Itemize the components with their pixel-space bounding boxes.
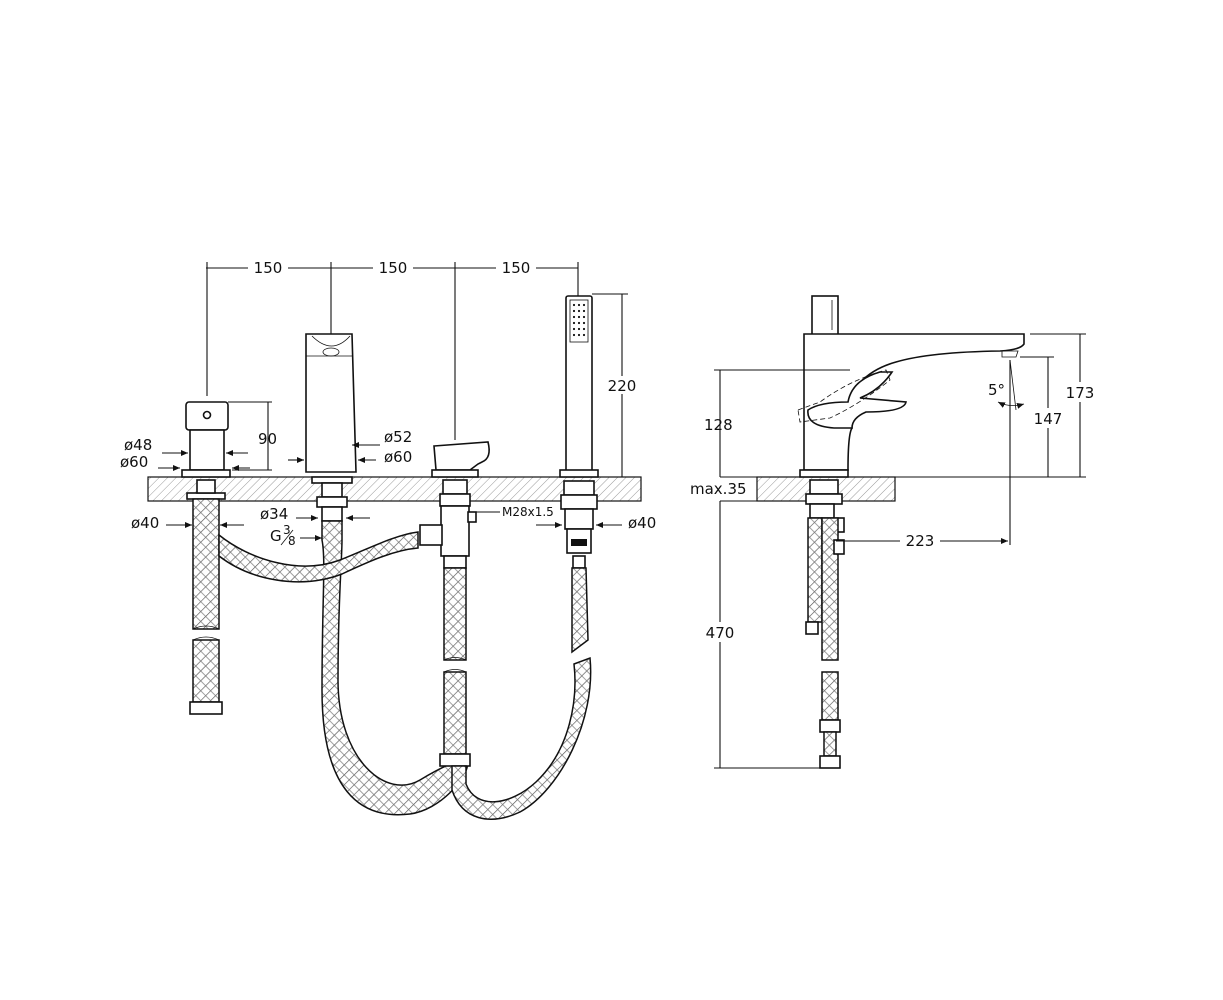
angle-5-label: 5° (988, 381, 1005, 399)
diameter-60-left-label: ø60 (120, 453, 148, 471)
diameter-34-label: ø34 (260, 505, 288, 523)
connecting-hose (218, 531, 419, 583)
lever-mixer (419, 441, 490, 767)
thread-g-label: G (270, 527, 282, 545)
reach-223-label: 223 (906, 532, 935, 550)
mixer-height-label: 90 (258, 430, 277, 448)
diverter-body (181, 401, 231, 715)
spacing-dimension-line (206, 262, 579, 440)
diameter-40-left-label: ø40 (131, 514, 159, 532)
side-height-128-label: 128 (704, 416, 733, 434)
side-height-147-label: 147 (1034, 410, 1063, 428)
diameter-60-spout-label: ø60 (384, 448, 412, 466)
thread-g-numerator: 3 (283, 523, 291, 537)
max-deck-thickness-label: max.35 (690, 480, 747, 498)
side-height-173-label: 173 (1066, 384, 1095, 402)
diameter-40-right-label: ø40 (628, 514, 656, 532)
thread-g-denominator: 8 (288, 534, 296, 548)
spacing-2-text: 150 (379, 259, 408, 277)
side-view: 128 max.35 470 173 147 5° 223 (690, 295, 1100, 769)
spray-nozzles (572, 303, 586, 337)
diameter-48-label: ø48 (124, 436, 152, 454)
spacing-1-text: 150 (254, 259, 283, 277)
countertop-front (147, 476, 642, 502)
hose-length-label: 470 (706, 624, 735, 642)
side-lever (807, 371, 907, 429)
side-spout-body (803, 333, 1025, 471)
front-view: 150 150 150 150 150 150 90 (120, 259, 656, 820)
spacing-3-text: 150 (502, 259, 531, 277)
handshower-height-label: 220 (608, 377, 637, 395)
hand-shower (451, 295, 599, 820)
thread-m28-label: M28x1.5 (502, 505, 554, 519)
diameter-52-label: ø52 (384, 428, 412, 446)
